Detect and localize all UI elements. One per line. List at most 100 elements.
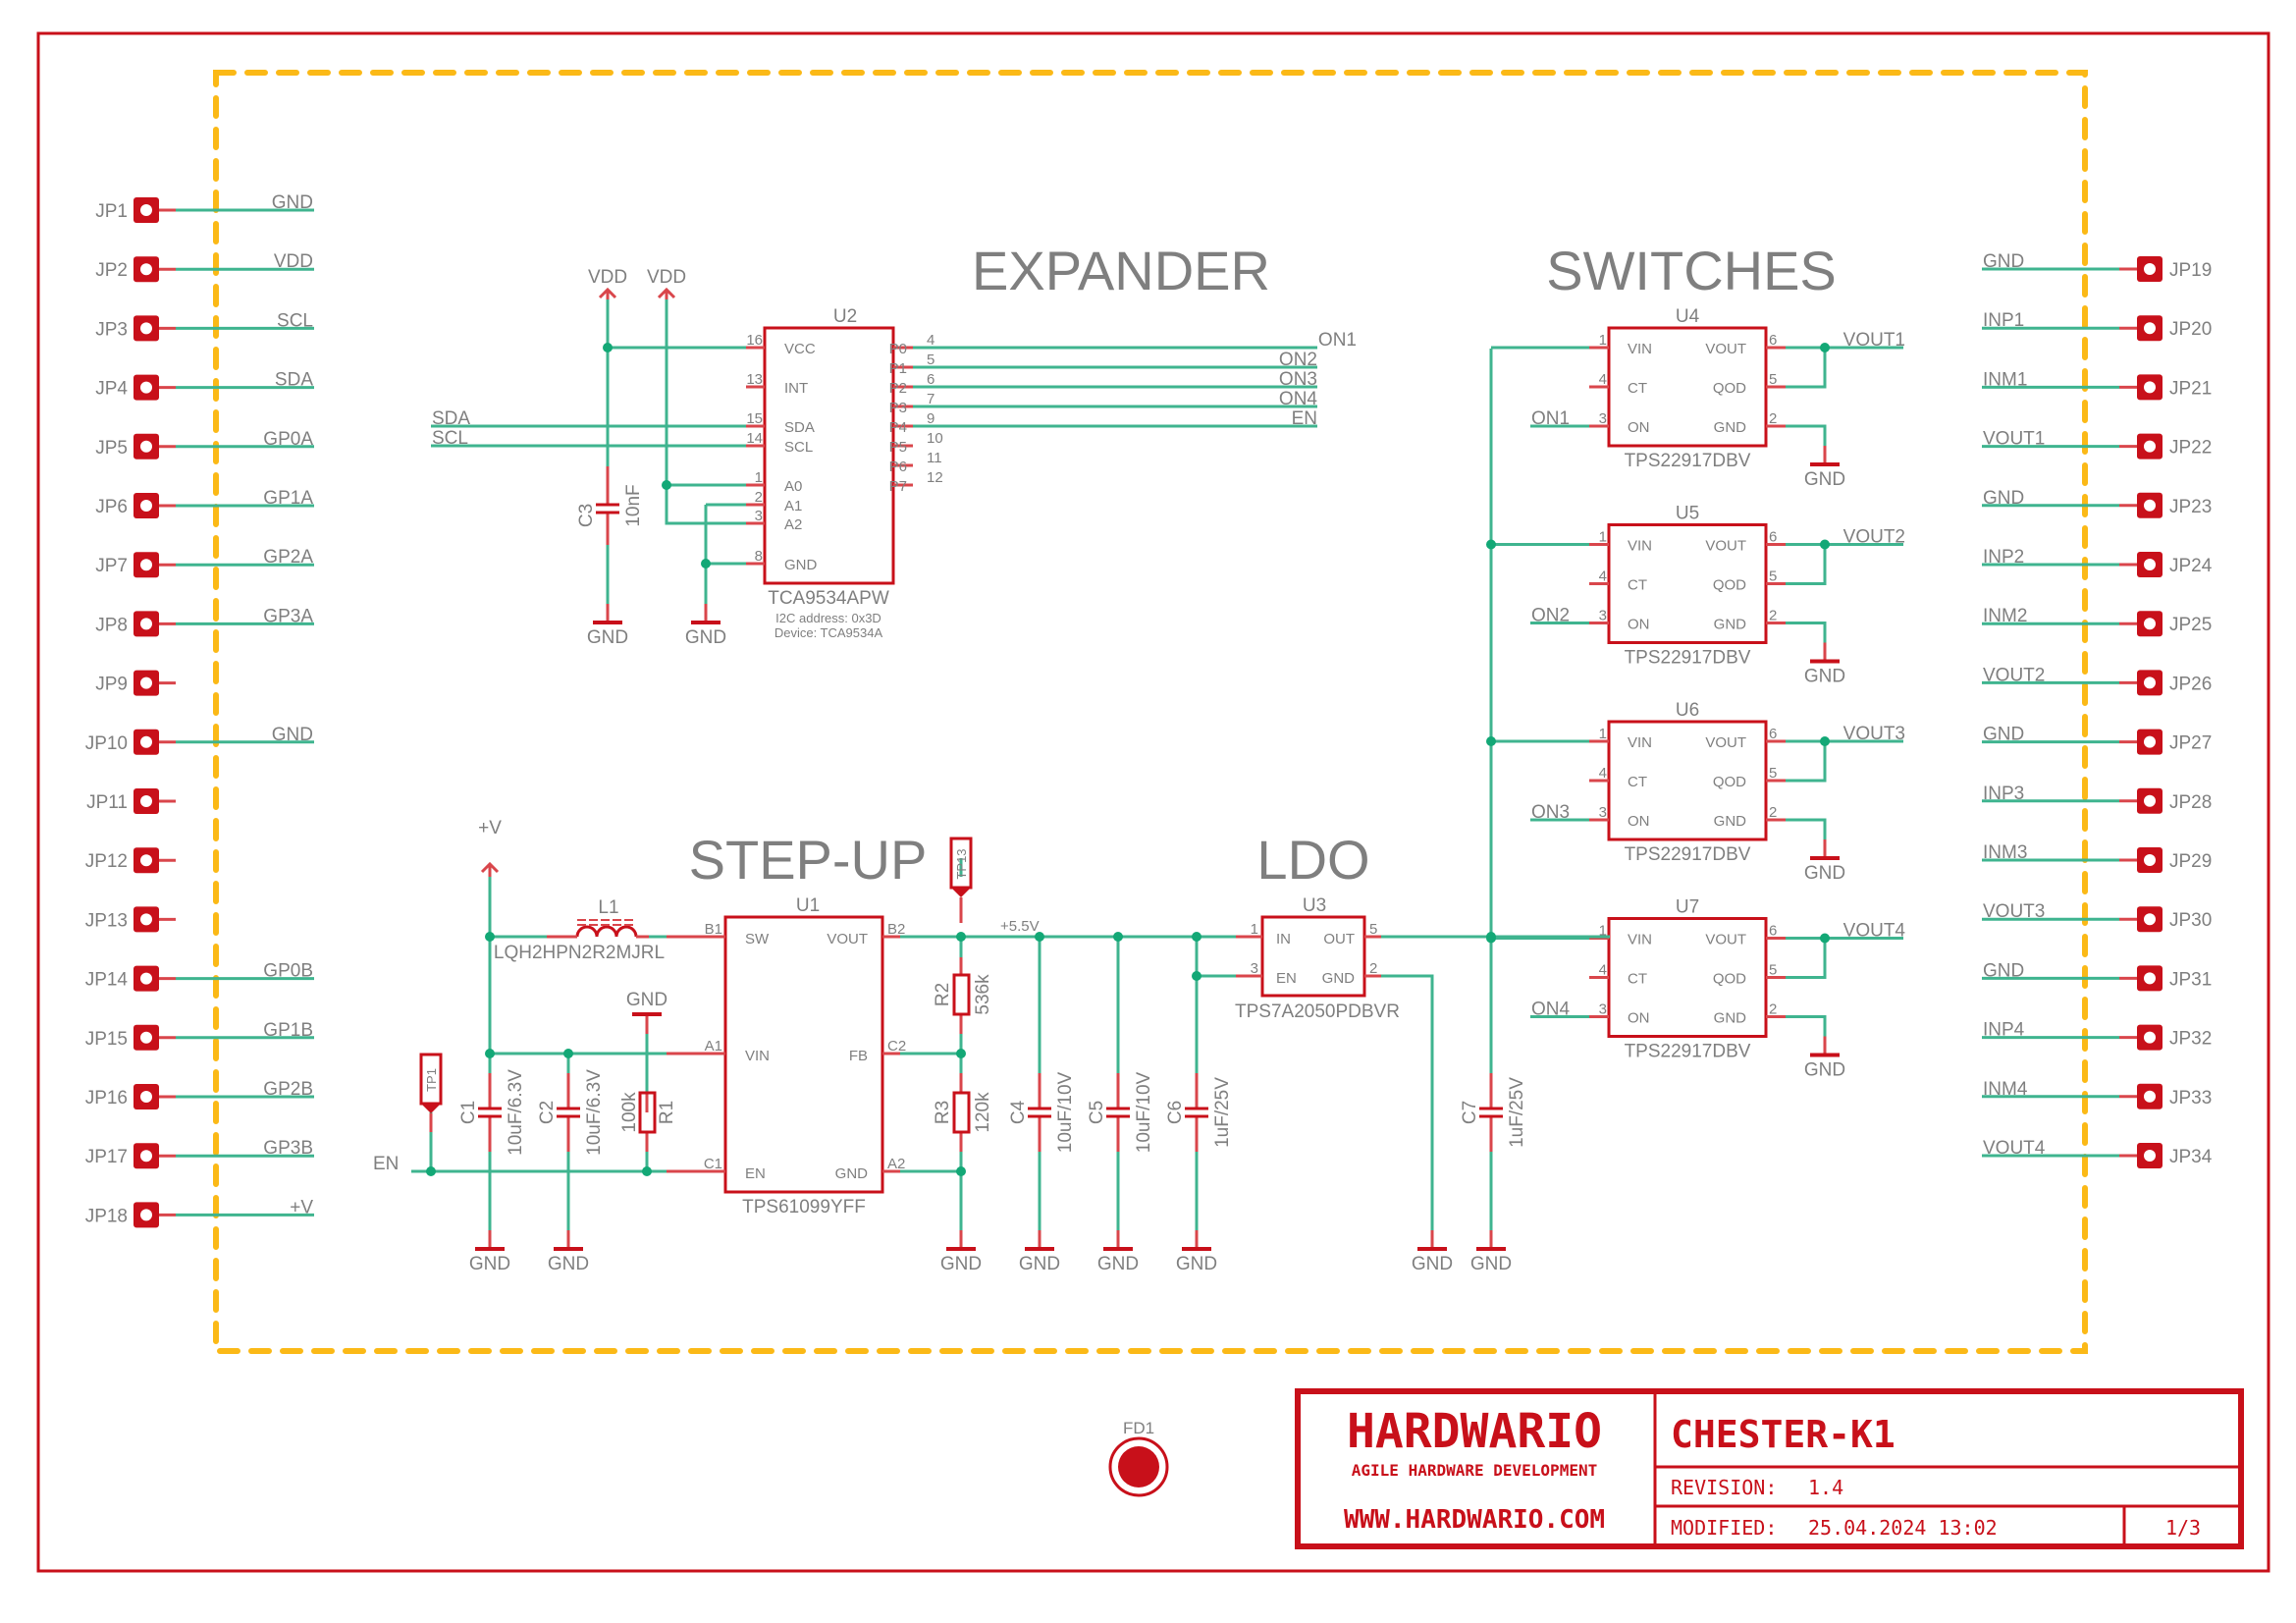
u2-pin-name: P4	[889, 419, 907, 436]
switch-pin-name: CT	[1628, 971, 1647, 988]
connector-net: GND	[1983, 488, 2024, 509]
connector-ref: JP10	[85, 733, 128, 754]
switch-on-net: ON3	[1531, 802, 1570, 823]
fd1-label: FD1	[1123, 1419, 1154, 1437]
connector-net: VOUT3	[1983, 901, 2045, 922]
u3-pin-name: OUT	[1323, 931, 1355, 947]
switch-ref: U4	[1676, 306, 1700, 327]
r3-value: 120k	[973, 1092, 993, 1133]
u1-pin-name: VOUT	[827, 931, 868, 947]
switch-pin-num: 6	[1769, 529, 1777, 546]
board-outline	[213, 70, 2088, 1354]
switch-pin-num: 1	[1599, 923, 1607, 940]
switch-pin-num: 2	[1769, 804, 1777, 821]
capacitor-c4: C4 10uF/10V	[1008, 1071, 1076, 1153]
u2-pin-num: 4	[927, 332, 934, 349]
connector-net: GND	[272, 192, 313, 213]
switch-value: TPS22917DBV	[1625, 648, 1751, 669]
connector-net: GP3A	[263, 606, 313, 626]
section-title-expander: EXPANDER	[972, 240, 1270, 301]
u2-pin-name: P5	[889, 439, 907, 456]
connector-jp18: JP18+V	[85, 1197, 314, 1228]
connector-ref: JP27	[2169, 733, 2212, 754]
u2-pin-name: A0	[784, 478, 802, 495]
net-label-on4: ON4	[1279, 389, 1318, 409]
inductor-l1: L1 LQH2HPN2R2MJRL	[494, 897, 665, 963]
gnd-symbol: GND	[1019, 1230, 1060, 1274]
switch-pin-num: 5	[1769, 371, 1777, 388]
switch-on-net: ON4	[1531, 1000, 1571, 1020]
connector-net: GP2A	[263, 547, 313, 568]
connector-net: INP3	[1983, 784, 2024, 804]
switch-pin-name: VOUT	[1705, 932, 1746, 948]
vdd-symbol-2: VDD	[647, 267, 686, 299]
switch-pin-name: QOD	[1713, 380, 1746, 397]
switch-pin-name: VIN	[1628, 538, 1652, 555]
u1-pin-name: EN	[745, 1165, 766, 1182]
revision-label: REVISION:	[1671, 1476, 1777, 1499]
u2-pin-name: P6	[889, 459, 907, 475]
switch-pin-name: GND	[1714, 617, 1747, 633]
section-title-switches: SWITCHES	[1546, 240, 1837, 301]
net-label-scl: SCL	[432, 428, 468, 449]
switch-pin-num: 6	[1769, 332, 1777, 349]
connector-ref: JP12	[85, 851, 128, 872]
title-block: HARDWARIO AGILE HARDWARE DEVELOPMENT WWW…	[1295, 1388, 2244, 1549]
switch-pin-num: 6	[1769, 726, 1777, 742]
connector-net: GP0B	[263, 961, 313, 982]
switch-ref: U6	[1676, 700, 1699, 721]
u2-pin-num: 5	[927, 352, 934, 368]
c3-ref: C3	[576, 504, 597, 527]
net-label-en: EN	[373, 1154, 399, 1174]
switch-pin-name: VOUT	[1705, 538, 1746, 555]
switch-value: TPS22917DBV	[1625, 1042, 1751, 1062]
u1-pin-name: SW	[745, 931, 770, 947]
u2-pin-num: 10	[927, 430, 943, 447]
switch-vout-net: VOUT1	[1843, 330, 1905, 351]
u2-pin-name: P1	[889, 360, 907, 377]
u3-ref: U3	[1303, 895, 1326, 916]
connector-ref: JP34	[2169, 1147, 2213, 1167]
u2-pin-num: 3	[755, 508, 763, 524]
u2-pin-num: 7	[927, 391, 934, 407]
gnd-label: GND	[469, 1254, 510, 1274]
capacitor-c6: C6 1uF/25V	[1165, 1073, 1233, 1152]
switch-value: TPS22917DBV	[1625, 451, 1751, 471]
switch-pin-name: VOUT	[1705, 734, 1746, 751]
switch-pin-num: 2	[1769, 1001, 1777, 1018]
connector-ref: JP22	[2169, 438, 2212, 459]
resistor-r1: 100k R1 GND	[619, 990, 677, 1152]
connector-ref: JP5	[95, 438, 128, 459]
connector-net: INP2	[1983, 547, 2024, 568]
connector-ref: JP30	[2169, 910, 2212, 931]
capacitor-c3: C3 10nF	[576, 466, 644, 545]
connector-net: INP4	[1983, 1020, 2025, 1041]
connector-net: GND	[1983, 960, 2024, 981]
connector-net: SCL	[277, 310, 313, 331]
gnd-symbol: GND	[1804, 446, 1845, 490]
gnd-symbol: GND	[940, 1230, 982, 1274]
u2-pin-num: 12	[927, 469, 943, 486]
switch-pin-num: 4	[1599, 371, 1607, 388]
net-label-5v5: +5.5V	[1000, 918, 1040, 935]
gnd-symbol: GND	[1804, 1036, 1845, 1081]
switch-pin-name: GND	[1714, 813, 1747, 830]
company-website: WWW.HARDWARIO.COM	[1344, 1505, 1605, 1535]
switch-pin-name: VIN	[1628, 341, 1652, 357]
connector-net: INM2	[1983, 606, 2027, 626]
connector-ref: JP13	[85, 910, 128, 931]
connector-ref: JP8	[95, 615, 128, 635]
vdd-label-1: VDD	[588, 267, 627, 288]
connector-ref: JP29	[2169, 851, 2212, 872]
u3-pin-name: IN	[1276, 931, 1291, 947]
